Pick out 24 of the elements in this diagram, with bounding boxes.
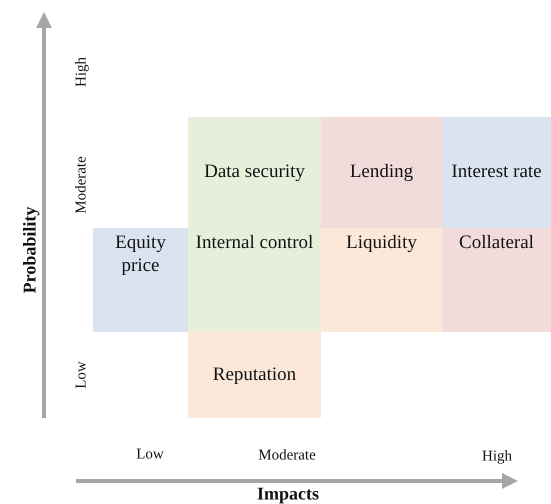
risk-cell <box>188 332 321 418</box>
risk-cell <box>321 117 442 228</box>
risk-cell <box>188 228 321 332</box>
axis-title: Impacts <box>257 484 319 504</box>
risk-cell <box>188 117 321 228</box>
axis-title: Probability <box>20 206 40 294</box>
risk-cell <box>442 117 551 228</box>
axis-tick-label: High <box>482 448 512 466</box>
risk-name: Liquidity <box>346 232 417 255</box>
risk-cell <box>93 228 188 332</box>
axis-tick-label: High <box>74 57 90 87</box>
risk-name: Internal control <box>196 232 314 255</box>
axis-tick-label: Moderate <box>258 448 316 464</box>
risk-cell <box>442 228 551 332</box>
risk-cell <box>321 228 442 332</box>
risk-name: Interest rate <box>451 161 542 184</box>
axis-tick-label: Low <box>136 446 164 464</box>
axis-tick-label: Moderate <box>74 156 90 214</box>
axis-tick-label: Low <box>74 361 90 389</box>
risk-name: Data security <box>204 161 305 184</box>
risk-name: Collateral <box>459 232 534 255</box>
risk-name: Lending <box>350 161 414 184</box>
risk-name: Reputation <box>212 364 296 386</box>
risk-name: Equity price <box>114 232 167 278</box>
